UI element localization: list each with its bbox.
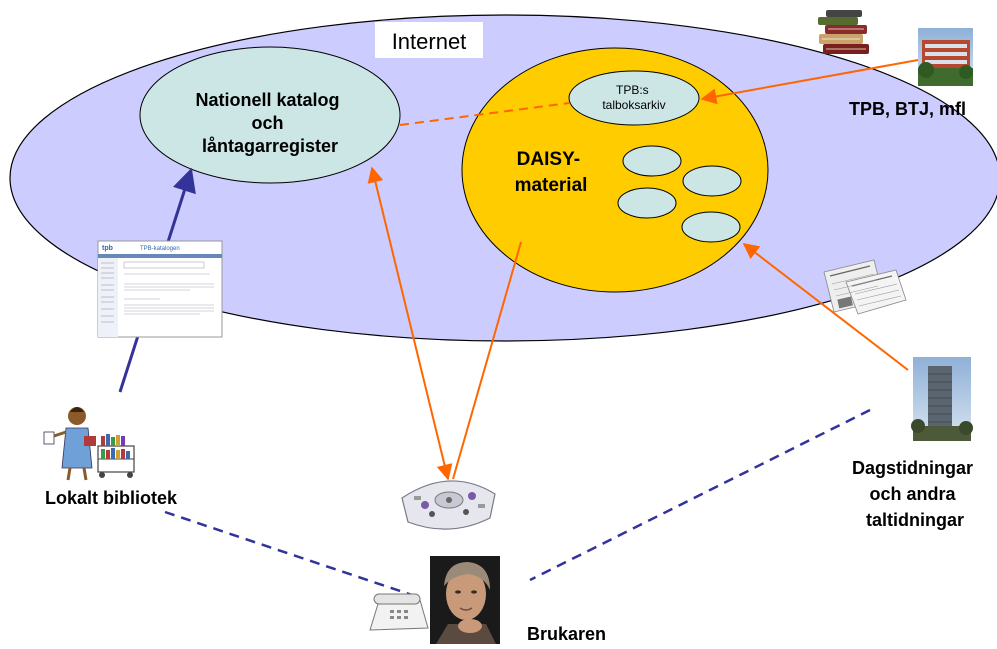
internet-label-box: [375, 22, 483, 58]
catalog-webpage-thumbnail: tpb TPB-katalogen: [97, 240, 223, 338]
news-source-line-3: taltidningar: [866, 510, 964, 530]
archive-label-line-2: talboksarkiv: [602, 98, 665, 112]
office-tower-photo: [911, 357, 973, 441]
archive-label-line-1: TPB:s: [616, 83, 649, 97]
catalog-ellipse: [139, 46, 401, 184]
library-label: Lokalt bibliotek: [45, 488, 178, 508]
newspapers-icon: [823, 259, 907, 315]
catalog-page-logo: tpb: [102, 245, 113, 252]
catalog-label: Nationell katalog och låntagarregister: [195, 90, 344, 156]
catalog-label-line-3: låntagarregister: [202, 136, 338, 156]
daisy-item-bubble: [622, 145, 682, 177]
archive-bubble: [568, 70, 700, 126]
daisy-label: DAISY- material: [515, 149, 588, 196]
daisy-player-icon: [401, 480, 496, 530]
user-label: Brukaren: [527, 624, 606, 644]
daisy-player-arrow: [452, 241, 522, 480]
tpb-source-label: TPB, BTJ, mfl: [849, 99, 966, 119]
telephone-icon: [369, 593, 429, 631]
daisy-item-bubble: [617, 187, 677, 219]
news-to-daisy-arrow: [742, 243, 909, 371]
archive-label: TPB:s talboksarkiv: [602, 83, 665, 112]
books-stack-icon: [818, 10, 869, 54]
news-source-label: Dagstidningar och andra taltidningar: [852, 458, 978, 530]
tpb-to-archive-arrow: [700, 59, 919, 105]
catalog-page-header: TPB-katalogen: [140, 246, 180, 252]
daisy-item-bubble: [682, 165, 742, 197]
internet-label: Internet: [392, 29, 467, 54]
daisy-item-bubble: [681, 211, 741, 243]
catalog-label-line-2: och: [251, 113, 283, 133]
daisy-label-line-1: DAISY-: [517, 149, 580, 170]
catalog-archive-link: [399, 102, 570, 126]
news-user-link: [529, 408, 871, 582]
catalog-label-line-1: Nationell katalog: [195, 90, 339, 110]
library-person-icon: [43, 407, 135, 481]
catalog-player-arrow: [367, 166, 453, 481]
daisy-label-line-2: material: [515, 175, 588, 196]
news-source-line-1: Dagstidningar: [852, 458, 973, 478]
user-portrait-photo: [430, 556, 500, 644]
tpb-building-photo: [918, 28, 973, 86]
news-source-line-2: och andra: [869, 484, 956, 504]
library-user-link: [164, 510, 416, 598]
